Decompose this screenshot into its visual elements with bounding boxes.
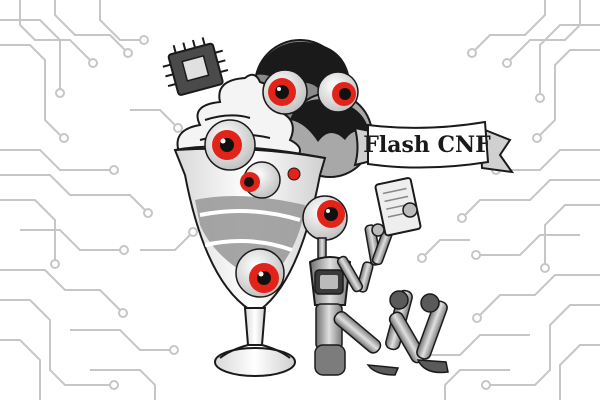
eyeball bbox=[204, 119, 256, 171]
banner-text: Flash CNF bbox=[363, 132, 491, 158]
circuit-pattern-left bbox=[0, 0, 191, 400]
ribbon-banner: Flash CNF bbox=[353, 120, 515, 174]
circuit-pattern-right bbox=[424, 0, 600, 400]
circuit-nodes-left bbox=[50, 35, 198, 390]
eyeball bbox=[262, 69, 308, 115]
book-icon bbox=[374, 177, 422, 237]
eyeball bbox=[302, 195, 348, 241]
robot bbox=[308, 177, 449, 376]
eyeball bbox=[240, 161, 281, 199]
microchip-icon bbox=[162, 37, 229, 96]
circuit-nodes-right bbox=[417, 48, 550, 390]
eyeball bbox=[317, 71, 359, 113]
eyeball-group bbox=[204, 69, 359, 298]
eyeball bbox=[235, 248, 285, 298]
